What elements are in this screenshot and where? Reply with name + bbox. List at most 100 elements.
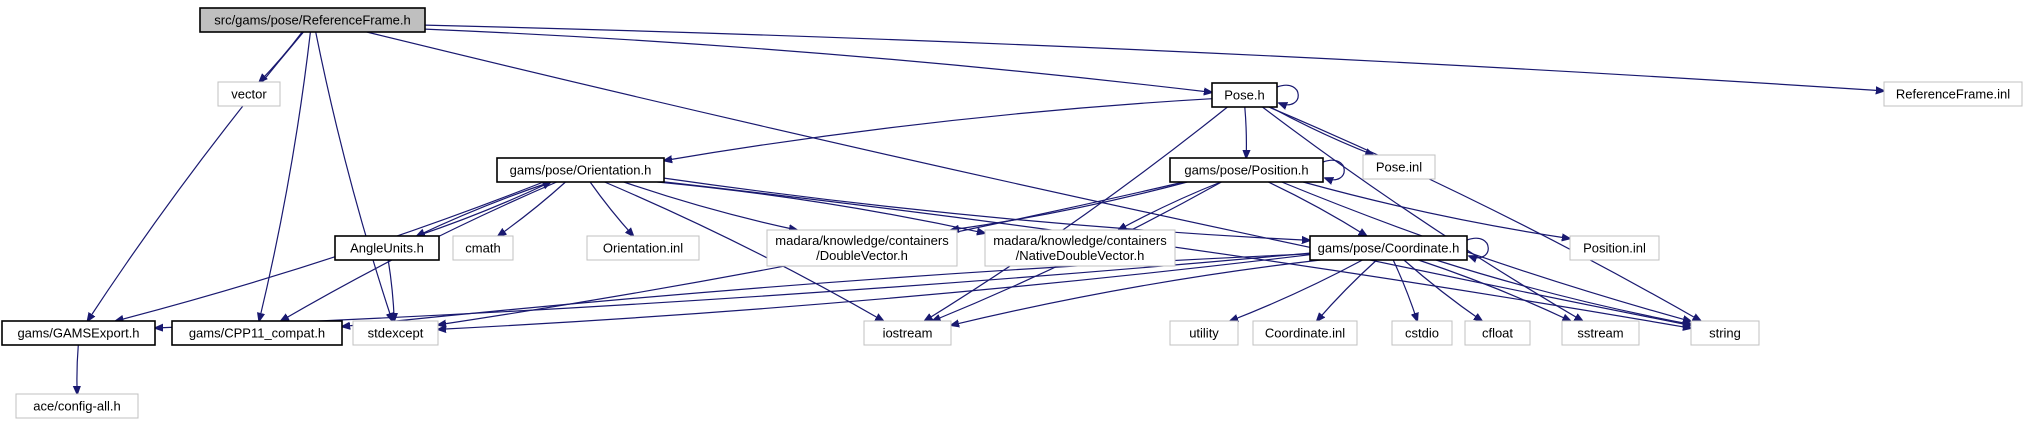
node-box bbox=[1252, 320, 1358, 346]
node-label: vector bbox=[231, 87, 267, 102]
node-layer: src/gams/pose/ReferenceFrame.h vector gams… bbox=[1, 7, 2023, 419]
edge-AngleUnits_h-to-Orientation_h bbox=[416, 182, 551, 237]
node-label: iostream bbox=[883, 326, 933, 341]
node-label: gams/GAMSExport.h bbox=[17, 326, 139, 341]
edge-Pose_h-to-Position_h bbox=[1245, 106, 1247, 158]
edge-Position_h-to-DoubleVector_h bbox=[951, 181, 1188, 230]
edge-Coordinate_h-to-Coordinate_inl bbox=[1317, 259, 1378, 321]
node-label: /NativeDoubleVector.h bbox=[1016, 248, 1145, 263]
node-label: Pose.inl bbox=[1376, 160, 1422, 175]
node-pose-h[interactable]: Pose.h bbox=[1211, 82, 1278, 108]
node-label: Pose.h bbox=[1224, 88, 1264, 103]
edge-ReferenceFrame_h-to-GAMSExport_h bbox=[88, 31, 304, 321]
node-nativedoublevector-h: madara/knowledge/containers/NativeDouble… bbox=[984, 229, 1176, 267]
edge-Orientation_h-to-Orientation_inl bbox=[589, 181, 633, 236]
edge-layer bbox=[77, 24, 1884, 394]
edge-Pose_h-to-iostream bbox=[925, 106, 1228, 321]
node-label: gams/pose/Coordinate.h bbox=[1318, 241, 1460, 256]
node-pose-inl: Pose.inl bbox=[1362, 154, 1436, 180]
edge-Pose_h-to-string bbox=[1268, 106, 1701, 321]
node-label: gams/pose/Position.h bbox=[1184, 163, 1308, 178]
edge-Position_h-to-string bbox=[1281, 181, 1691, 321]
node-orientation-h[interactable]: gams/pose/Orientation.h bbox=[496, 157, 665, 183]
edge-Orientation_h-to-GAMSExport_h bbox=[116, 181, 544, 321]
node-label: madara/knowledge/containers bbox=[775, 233, 949, 248]
node-coordinate-inl: Coordinate.inl bbox=[1252, 320, 1358, 346]
node-gamsexport-h[interactable]: gams/GAMSExport.h bbox=[1, 320, 156, 346]
node-box bbox=[1211, 82, 1278, 108]
node-label: string bbox=[1709, 326, 1741, 341]
node-iostream: iostream bbox=[863, 320, 952, 346]
node-box bbox=[1391, 320, 1453, 346]
node-box bbox=[452, 235, 514, 261]
node-vector: vector bbox=[217, 81, 281, 107]
edge-ReferenceFrame_h-to-CPP11_compat_h bbox=[259, 31, 311, 321]
edge-Coordinate_h-to-utility bbox=[1230, 259, 1363, 321]
node-box bbox=[1690, 320, 1760, 346]
node-orientation-inl: Orientation.inl bbox=[586, 235, 700, 261]
node-box bbox=[1309, 235, 1468, 261]
node-label: utility bbox=[1189, 326, 1219, 341]
node-label: sstream bbox=[1577, 326, 1623, 341]
edge-Coordinate_h-to-Coordinate_h bbox=[1466, 237, 1489, 258]
node-label: AngleUnits.h bbox=[350, 241, 424, 256]
node-cstdio: cstdio bbox=[1391, 320, 1453, 346]
edge-Pose_h-to-sstream bbox=[1262, 106, 1582, 321]
node-label: cstdio bbox=[1405, 326, 1439, 341]
node-box bbox=[1569, 235, 1660, 261]
node-sstream: sstream bbox=[1561, 320, 1640, 346]
edge-Pose_h-to-Pose_h bbox=[1276, 84, 1299, 105]
node-position-h[interactable]: gams/pose/Position.h bbox=[1169, 157, 1324, 183]
node-position-inl: Position.inl bbox=[1569, 235, 1660, 261]
node-label: ace/config-all.h bbox=[33, 399, 120, 414]
edge-Position_h-to-Coordinate_h bbox=[1268, 181, 1366, 236]
node-referenceframe-h[interactable]: src/gams/pose/ReferenceFrame.h bbox=[199, 7, 426, 33]
edge-ReferenceFrame_h-to-vector bbox=[259, 31, 303, 82]
node-box bbox=[586, 235, 700, 261]
edge-GAMSExport_h-to-ace_config_all_h bbox=[77, 344, 78, 394]
node-coordinate-h[interactable]: gams/pose/Coordinate.h bbox=[1309, 235, 1468, 261]
node-box bbox=[1169, 157, 1324, 183]
node-angleunits-h[interactable]: AngleUnits.h bbox=[334, 235, 440, 261]
node-label: stdexcept bbox=[368, 326, 424, 341]
edge-ReferenceFrame_h-to-ReferenceFrame_inl bbox=[424, 24, 1884, 91]
edge-Orientation_h-to-cmath bbox=[498, 181, 566, 236]
node-label: ReferenceFrame.inl bbox=[1896, 87, 2010, 102]
node-label: cfloat bbox=[1482, 326, 1513, 341]
edge-AngleUnits_h-to-stdexcept bbox=[387, 259, 394, 321]
edge-ReferenceFrame_h-to-string bbox=[366, 31, 1691, 326]
node-box bbox=[217, 81, 281, 107]
node-box bbox=[984, 229, 1176, 267]
edge-Position_h-to-Position_inl bbox=[1302, 181, 1570, 239]
node-box bbox=[171, 320, 343, 346]
edge-Coordinate_h-to-sstream bbox=[1418, 259, 1570, 321]
node-label: src/gams/pose/ReferenceFrame.h bbox=[214, 13, 411, 28]
edge-ReferenceFrame_h-to-stdexcept bbox=[315, 31, 393, 321]
edge-Coordinate_h-to-cfloat bbox=[1403, 259, 1482, 321]
edge-Pose_h-to-Orientation_h bbox=[664, 98, 1213, 161]
node-doublevector-h: madara/knowledge/containers/DoubleVector… bbox=[766, 229, 958, 267]
edge-Coordinate_h-to-string bbox=[1435, 259, 1691, 324]
edge-Position_h-to-NativeDoubleVector_h bbox=[1118, 181, 1222, 230]
node-box bbox=[1464, 320, 1531, 346]
node-label: madara/knowledge/containers bbox=[993, 233, 1167, 248]
edge-ReferenceFrame_h-to-Pose_h bbox=[424, 28, 1212, 92]
node-label: Orientation.inl bbox=[603, 241, 683, 256]
node-utility: utility bbox=[1169, 320, 1239, 346]
node-cpp11-compat-h[interactable]: gams/CPP11_compat.h bbox=[171, 320, 343, 346]
node-label: Coordinate.inl bbox=[1265, 326, 1345, 341]
edge-Orientation_h-to-iostream bbox=[604, 181, 884, 321]
node-box bbox=[1362, 154, 1436, 180]
edge-Orientation_h-to-AngleUnits_h bbox=[417, 181, 551, 236]
edge-Coordinate_h-to-iostream bbox=[951, 259, 1321, 325]
node-cmath: cmath bbox=[452, 235, 514, 261]
node-referenceframe-inl: ReferenceFrame.inl bbox=[1883, 81, 2023, 107]
node-box bbox=[1561, 320, 1640, 346]
node-box bbox=[15, 393, 139, 419]
node-label: gams/CPP11_compat.h bbox=[189, 326, 325, 341]
node-ace-config-all-h: ace/config-all.h bbox=[15, 393, 139, 419]
node-box bbox=[496, 157, 665, 183]
node-string: string bbox=[1690, 320, 1760, 346]
edge-Coordinate_h-to-stdexcept bbox=[438, 254, 1311, 330]
